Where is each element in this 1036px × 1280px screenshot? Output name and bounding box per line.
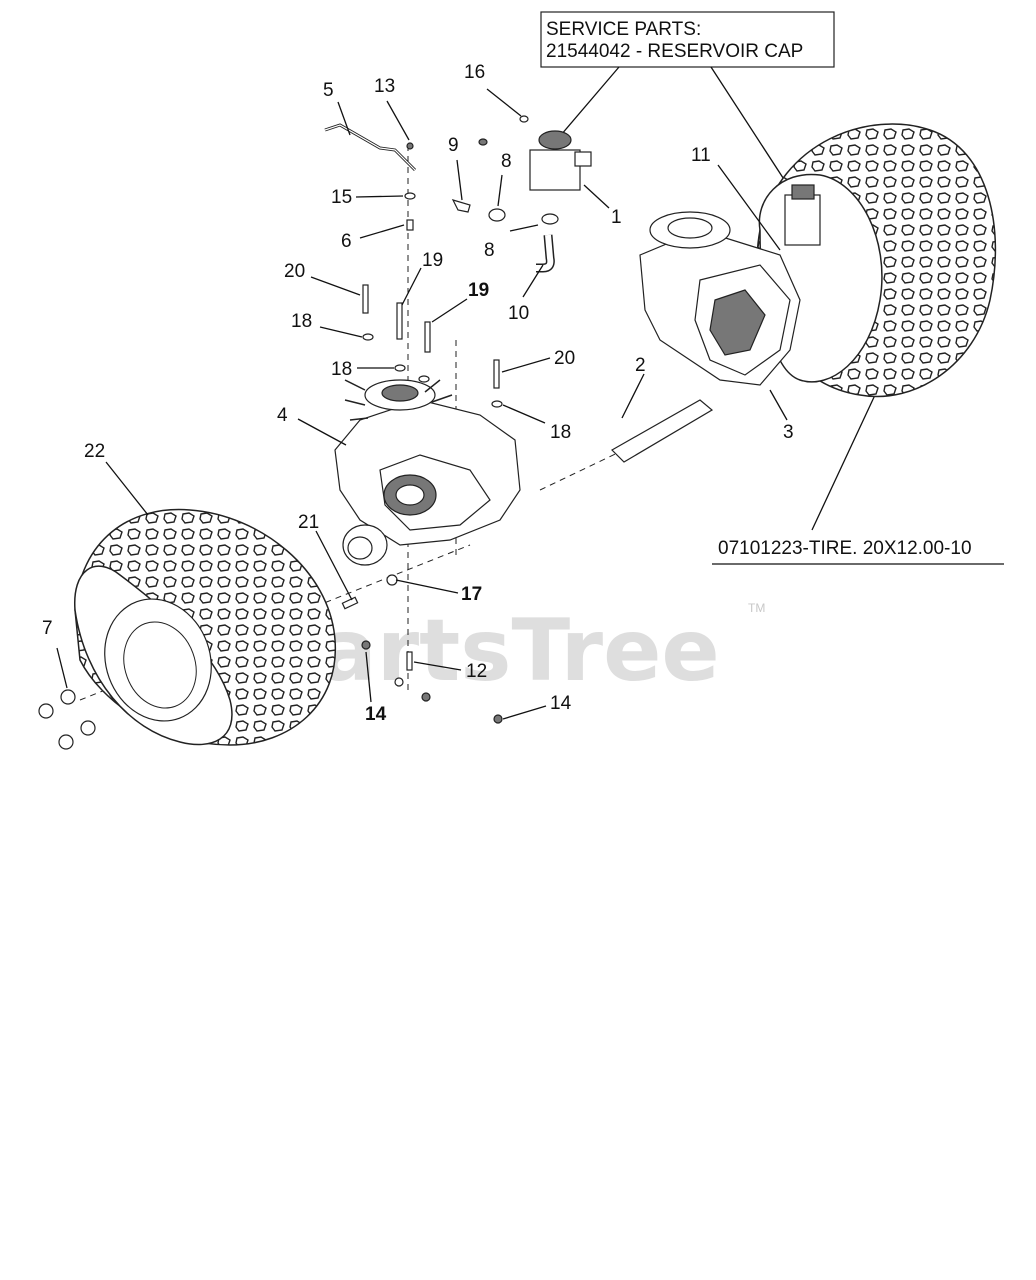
nut-12 bbox=[394, 677, 404, 687]
callout-3: 3 bbox=[783, 422, 794, 443]
callout-1: 1 bbox=[611, 207, 622, 228]
callout-20-b: 20 bbox=[554, 348, 575, 369]
leader-box-left bbox=[554, 66, 620, 143]
callout-4: 4 bbox=[277, 405, 288, 426]
nut-14b bbox=[421, 692, 431, 702]
bolt-20a bbox=[362, 284, 369, 314]
left-rear-tire bbox=[74, 508, 336, 746]
callout-7: 7 bbox=[42, 618, 53, 639]
callout-14-left: 14 bbox=[365, 704, 387, 725]
callout-9: 9 bbox=[448, 135, 459, 156]
callout-22: 22 bbox=[84, 441, 105, 462]
washer-18a bbox=[362, 333, 374, 341]
stud-21 bbox=[341, 596, 359, 610]
washer-18b bbox=[394, 364, 406, 372]
bolt-19a bbox=[396, 302, 403, 340]
callout-19-b: 19 bbox=[468, 280, 489, 301]
right-transaxle bbox=[639, 184, 821, 386]
bushing-17 bbox=[386, 574, 398, 586]
hose-clamp-8a bbox=[488, 208, 506, 222]
right-reservoir-cap bbox=[791, 184, 815, 200]
leader-tire-note bbox=[811, 394, 876, 531]
callout-18-a: 18 bbox=[291, 311, 312, 332]
callout-13: 13 bbox=[374, 76, 395, 97]
washer-18c bbox=[418, 375, 430, 383]
reservoir-part bbox=[529, 130, 592, 191]
wheel-hub-21 bbox=[341, 524, 388, 610]
washer-18d bbox=[491, 400, 503, 408]
lug-nuts-7 bbox=[38, 689, 96, 750]
right-reservoir-body bbox=[784, 194, 821, 246]
callout-18-c: 18 bbox=[550, 422, 571, 443]
nut-14a bbox=[361, 640, 371, 650]
right-rear-tire bbox=[756, 123, 997, 398]
watermark-trademark: TM bbox=[748, 601, 765, 615]
pin-6 bbox=[406, 219, 414, 231]
bolt-12 bbox=[406, 651, 413, 671]
fitting-9 bbox=[451, 199, 471, 213]
bypass-rod-5 bbox=[324, 123, 417, 172]
bolt-20b bbox=[493, 359, 500, 389]
tire-note: 07101223-TIRE. 20X12.00-10 bbox=[712, 394, 1004, 565]
hose-clamp-8b bbox=[541, 213, 559, 225]
callout-17: 17 bbox=[461, 584, 482, 605]
cap-16 bbox=[519, 115, 529, 123]
callout-8-lower: 8 bbox=[484, 240, 495, 261]
callout-5: 5 bbox=[323, 80, 334, 101]
callout-20-a: 20 bbox=[284, 261, 305, 282]
callout-2: 2 bbox=[635, 355, 646, 376]
leader-lines bbox=[56, 88, 788, 720]
callout-16: 16 bbox=[464, 62, 485, 83]
callout-15: 15 bbox=[331, 187, 352, 208]
hose-part bbox=[536, 234, 555, 273]
callout-18-b: 18 bbox=[331, 359, 352, 380]
washer-15 bbox=[404, 192, 416, 200]
tire-note-text: 07101223-TIRE. 20X12.00-10 bbox=[718, 538, 972, 559]
small-fitting bbox=[478, 138, 488, 146]
service-parts-reservoir-cap: 21544042 - RESERVOIR CAP bbox=[546, 41, 803, 62]
callout-6: 6 bbox=[341, 231, 352, 252]
callout-10: 10 bbox=[508, 303, 529, 324]
axle-shaft-2 bbox=[611, 399, 714, 463]
callout-8-upper: 8 bbox=[501, 151, 512, 172]
callout-12: 12 bbox=[466, 661, 487, 682]
callout-19-a: 19 bbox=[422, 250, 443, 271]
nut-14c bbox=[493, 714, 503, 724]
left-transaxle bbox=[334, 379, 521, 546]
service-parts-heading: SERVICE PARTS: bbox=[546, 19, 701, 40]
bolt-19b bbox=[424, 321, 431, 353]
callout-11: 11 bbox=[691, 145, 711, 166]
service-parts-box: SERVICE PARTS: 21544042 - RESERVOIR CAP bbox=[540, 11, 835, 68]
nut-13 bbox=[406, 142, 414, 150]
callout-21: 21 bbox=[298, 512, 319, 533]
callout-14-right: 14 bbox=[550, 693, 572, 714]
